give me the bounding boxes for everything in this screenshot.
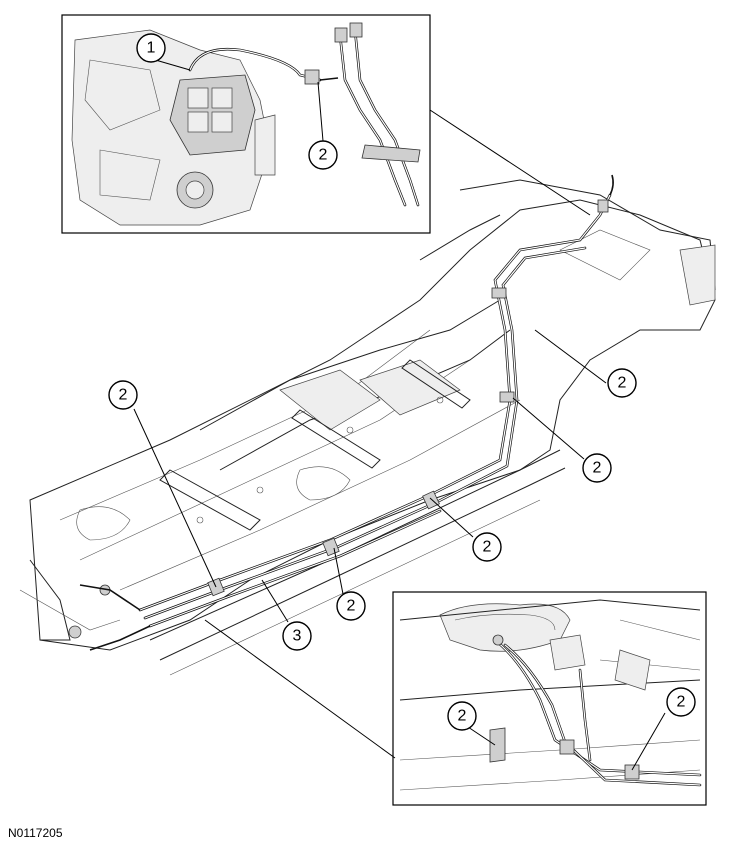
callout-label: 2: [677, 694, 686, 711]
figure-id-label: N0117205: [8, 826, 63, 840]
callout-label: 2: [618, 375, 627, 392]
callout-2-main-right: 2: [582, 453, 612, 483]
callout-label: 1: [147, 40, 156, 57]
callout-2-main-center: 2: [472, 532, 502, 562]
fuel-tube-bundle: [79, 174, 614, 651]
callout-label: 3: [293, 628, 302, 645]
callout-2-inset-bottom-right: 2: [666, 687, 696, 717]
inset-fuel-tank: [392, 591, 707, 806]
callout-label: 2: [483, 539, 492, 556]
inset-leader-top: [429, 109, 591, 216]
inset-engine-bay: [61, 14, 431, 234]
callout-2-main-left: 2: [108, 380, 138, 410]
callout-2-inset-top: 2: [308, 140, 338, 170]
callout-1-inset-top: 1: [136, 33, 166, 63]
callout-2-main-upper-right: 2: [607, 368, 637, 398]
callout-leaders: [133, 58, 666, 771]
callout-label: 2: [593, 460, 602, 477]
callout-label: 2: [458, 708, 467, 725]
callout-2-main-lower: 2: [336, 591, 366, 621]
callout-3-main: 3: [282, 621, 312, 651]
inset-leader-bottom: [204, 619, 396, 759]
callout-label: 2: [119, 387, 128, 404]
callout-label: 2: [319, 147, 328, 164]
callout-2-inset-bottom-left: 2: [447, 701, 477, 731]
vehicle-underbody: [19, 179, 716, 676]
callout-label: 2: [347, 598, 356, 615]
